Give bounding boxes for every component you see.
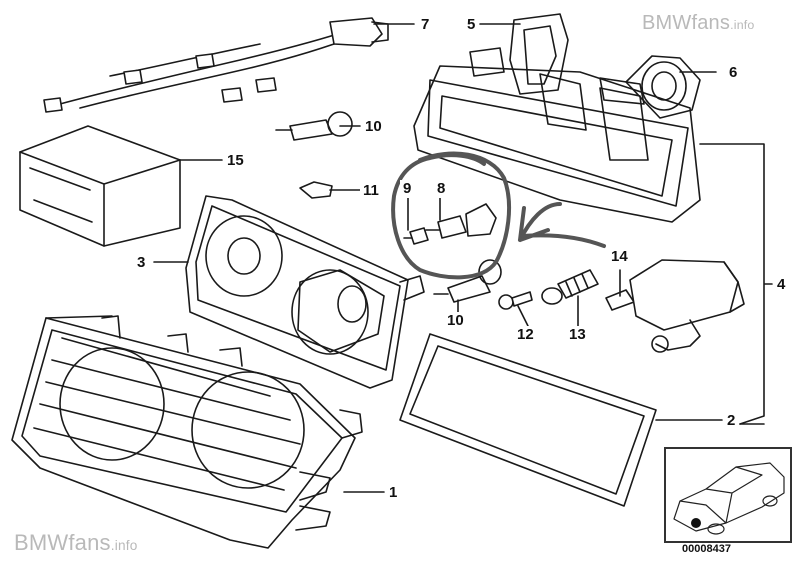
bulb-part-10-bottom (433, 259, 502, 303)
diagram-number: 00008437 (682, 543, 731, 555)
adjusting-screw-part-13 (541, 269, 599, 305)
watermark-bottom-suffix: .info (110, 538, 138, 553)
box-part-15 (19, 125, 181, 247)
lens-part-1 (11, 315, 363, 549)
watermark-bottom: BMWfans.info (14, 530, 138, 556)
bulb-part-11 (299, 181, 333, 199)
bulb-part-10-top (275, 111, 353, 141)
callout-4: 4 (774, 276, 789, 294)
housing-cap-part-6 (625, 55, 701, 119)
callout-15: 15 (224, 152, 247, 170)
callout-5: 5 (464, 16, 479, 34)
screw-part-12 (498, 291, 533, 310)
callout-10-bottom: 10 (444, 312, 467, 330)
callout-14: 14 (608, 248, 631, 266)
watermark-top-brand: BMWfans (642, 12, 731, 34)
bulb-part-9 (403, 227, 429, 245)
callout-7: 7 (418, 16, 433, 34)
housing-part-4 (413, 47, 701, 223)
bracket-part-5 (509, 13, 569, 95)
annotation-scribble (391, 151, 606, 280)
callout-6: 6 (726, 64, 741, 82)
callout-12: 12 (514, 326, 537, 344)
callout-2: 2 (724, 412, 739, 430)
callout-1: 1 (386, 484, 401, 502)
car-location-inset (664, 447, 792, 543)
car-silhouette (673, 462, 785, 535)
gasket-part-2 (399, 333, 657, 507)
callout-9: 9 (400, 180, 415, 198)
callout-10-top: 10 (362, 118, 385, 136)
watermark-bottom-brand: BMWfans (14, 530, 111, 555)
callout-8: 8 (434, 180, 449, 198)
reflector-part-3 (185, 195, 425, 389)
callout-11: 11 (360, 182, 382, 200)
wiring-harness-part-7 (43, 17, 389, 113)
callout-13: 13 (566, 326, 589, 344)
callout-3: 3 (134, 254, 149, 272)
bulb-part-8 (425, 203, 497, 239)
aux-light-part-14 (605, 259, 745, 353)
leader-lines (153, 23, 773, 493)
watermark-top-suffix: .info (730, 18, 755, 32)
watermark-top: BMWfans.info (642, 12, 755, 35)
